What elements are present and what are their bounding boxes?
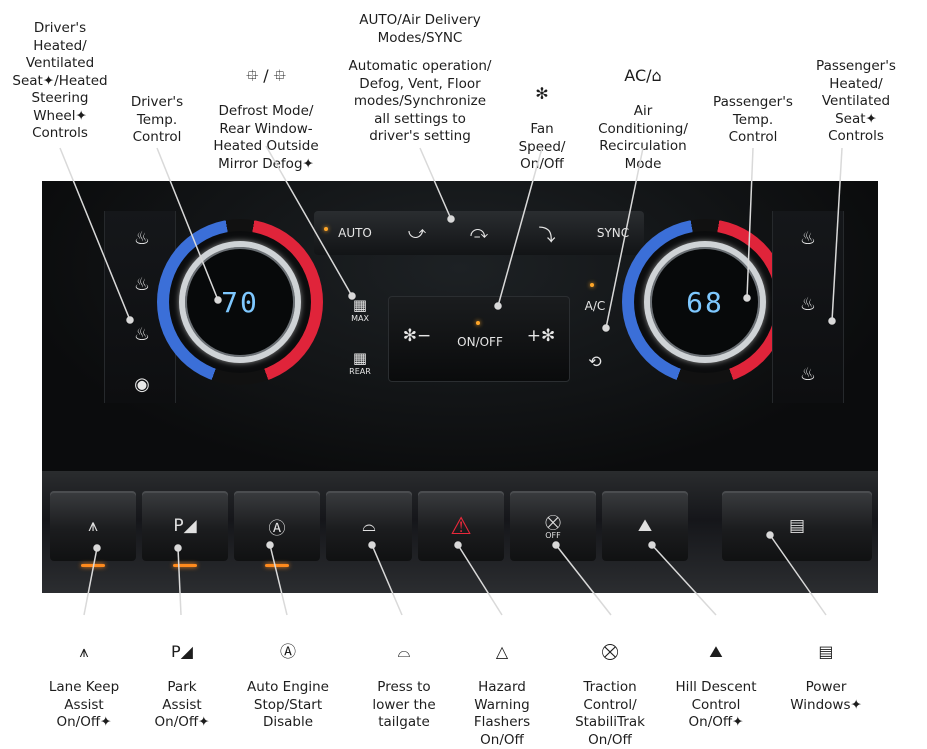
recirculation-button[interactable]: ⟲ [588, 351, 602, 371]
passenger-seat-heat-button[interactable]: ♨ [799, 293, 817, 315]
tailgate-icon: ⌓ [362, 516, 376, 536]
tailgate-button[interactable]: ⌓ [326, 491, 412, 561]
lane-keep-label-icon: ⩚ [79, 641, 89, 661]
passenger-seat-controls: ♨ ♨ ♨ [772, 211, 844, 403]
auto-stop-icon: Ⓐ [268, 518, 286, 539]
rear-defog-button[interactable]: ▦ REAR [334, 341, 386, 383]
power-windows-icon: ▤ [788, 516, 806, 536]
defrost-max-icon: ⯐ / ⯐ [246, 65, 286, 85]
hill-descent-label-icon: ⛰ [709, 641, 723, 661]
recirculation-icon: AC/⌂ [624, 65, 662, 85]
power-windows-label: Power Windows✦ [790, 679, 862, 713]
rear-defog-icon: ▦ [352, 348, 368, 367]
air-delivery-bar [314, 211, 644, 255]
traction-off-text: OFF [545, 530, 561, 540]
hazard-label-group: △ Hazard Warning Flashers On/Off [474, 624, 530, 749]
fan-label: Fan Speed/ On/Off [518, 121, 566, 172]
lane-keep-label: Lane Keep Assist On/Off✦ [48, 679, 120, 730]
park-assist-label-group: P◢ Park Assist On/Off✦ [155, 624, 210, 732]
passenger-temp-knob[interactable]: 68 [622, 219, 788, 385]
driver-temp-knob[interactable]: 70 [157, 219, 323, 385]
ac-label-group: AC/⌂ Air Conditioning/ Recirculation Mod… [598, 48, 688, 173]
driver-temp-display: 70 [221, 285, 259, 319]
fan-label-group: ✻ Fan Speed/ On/Off [519, 66, 566, 174]
park-assist-button[interactable]: P◢ [142, 491, 228, 567]
hazard-label: Hazard Warning Flashers On/Off [473, 679, 531, 748]
traction-label: Traction Control/ StabiliTrak On/Off [575, 679, 645, 748]
hill-descent-button[interactable]: ⛰ [602, 491, 688, 561]
driver-seat-heat-high-button[interactable]: ♨ [133, 273, 151, 295]
ac-button[interactable]: A/C [584, 299, 606, 313]
passenger-seat-label: Passenger's Heated/ Ventilated Seat✦ Con… [816, 58, 896, 144]
hazard-button[interactable]: ⚠ [418, 491, 504, 561]
drivers-temp-label: Driver's Temp. Control [130, 94, 184, 145]
auto-button[interactable]: AUTO [338, 226, 372, 240]
traction-label-icon: ⛒ [601, 641, 619, 661]
defrost-icon: ▦ [352, 295, 368, 314]
power-windows-label-group: ▤ Power Windows✦ [790, 624, 862, 714]
auto-led [324, 227, 328, 231]
defrost-max-button[interactable]: ▦ MAX [334, 289, 386, 329]
passenger-temp-display: 68 [686, 285, 724, 319]
hill-descent-label: Hill Descent Control On/Off✦ [675, 679, 757, 730]
defog-mode-button[interactable]: ⤻ [407, 223, 427, 243]
fan-down-button[interactable]: ✻− [402, 326, 432, 346]
ac-label: Air Conditioning/ Recirculation Mode [598, 103, 688, 172]
auto-stop-label-icon: Ⓐ [279, 641, 296, 661]
lane-keep-label-group: ⩚ Lane Keep Assist On/Off✦ [49, 624, 119, 732]
fan-up-button[interactable]: +✻ [526, 326, 556, 346]
fan-onoff-button[interactable]: ON/OFF [457, 335, 503, 349]
lane-keep-button[interactable]: ⩚ [50, 491, 136, 567]
passenger-temp-label: Passenger's Temp. Control [713, 94, 793, 145]
auto-desc-label: Automatic operation/ Defog, Vent, Floor … [348, 58, 492, 144]
park-assist-icon: P◢ [173, 516, 197, 536]
auto-stop-label: Auto Engine Stop/Start Disable [247, 679, 329, 730]
park-assist-label-icon: P◢ [171, 641, 193, 661]
climate-control-panel: ♨ ♨ ♨ ◉ 70 ▦ MAX ▦ REAR AUTO ⤻ ⤼ ⤵ SYNC … [42, 181, 878, 593]
power-windows-label-icon: ▤ [818, 641, 834, 661]
traction-control-button[interactable]: ⛒OFF [510, 491, 596, 561]
tailgate-label-icon: ⌓ [397, 641, 411, 661]
fan-control-box [388, 296, 570, 382]
driver-seat-heat-button[interactable]: ♨ [133, 323, 151, 345]
rear-text: REAR [349, 366, 371, 376]
hill-descent-icon: ⛰ [637, 516, 653, 536]
heated-steering-wheel-button[interactable]: ◉ [134, 373, 150, 395]
hazard-label-icon: △ [495, 641, 509, 661]
onoff-led [476, 321, 480, 325]
vent-mode-button[interactable]: ⤼ [469, 223, 489, 243]
hill-descent-label-group: ⛰ Hill Descent Control On/Off✦ [675, 624, 756, 732]
traction-label-group: ⛒ Traction Control/ StabiliTrak On/Off [575, 624, 645, 749]
floor-mode-button[interactable]: ⤵ [538, 225, 556, 246]
auto-title-label: AUTO/Air Delivery Modes/SYNC [359, 12, 481, 46]
defrost-label-group: ⯐ / ⯐ Defrost Mode/ Rear Window- Heated … [213, 48, 318, 173]
lane-keep-icon: ⩚ [88, 516, 98, 536]
auto-stop-label-group: Ⓐ Auto Engine Stop/Start Disable [247, 624, 329, 732]
hazard-icon: ⚠ [450, 512, 472, 540]
max-text: MAX [351, 313, 369, 323]
sync-button[interactable]: SYNC [596, 226, 630, 240]
fan-icon: ✻ [535, 83, 549, 103]
ac-led [590, 283, 594, 287]
defrost-label: Defrost Mode/ Rear Window- Heated Outsid… [213, 103, 319, 172]
tailgate-label: Press to lower the tailgate [372, 679, 436, 730]
drivers-seat-label: Driver's Heated/ Ventilated Seat✦/Heated… [12, 20, 108, 141]
passenger-seat-vent-button[interactable]: ♨ [799, 227, 817, 249]
tailgate-label-group: ⌓ Press to lower the tailgate [372, 624, 435, 732]
traction-icon: ⛒ [545, 512, 561, 531]
power-windows-button[interactable]: ▤ [722, 491, 872, 561]
driver-seat-vent-button[interactable]: ♨ [133, 227, 151, 249]
auto-stop-button[interactable]: Ⓐ [234, 491, 320, 567]
park-assist-label: Park Assist On/Off✦ [154, 679, 210, 730]
passenger-seat-heat-low-button[interactable]: ♨ [799, 363, 817, 385]
